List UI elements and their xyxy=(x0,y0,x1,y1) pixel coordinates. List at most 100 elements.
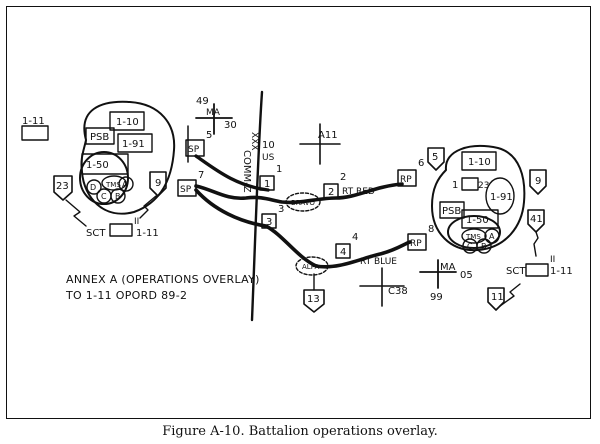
pt1-num: 1 xyxy=(276,164,282,175)
west-psb-box xyxy=(85,127,115,145)
commz-label: COMM-Z xyxy=(241,150,252,193)
bravo-label: BRAVO xyxy=(291,199,315,207)
ma05-bottom: 99 xyxy=(430,292,443,303)
marker-41-east-label: 41 xyxy=(530,214,543,225)
west-unit-1-11-label: 1-11 xyxy=(22,116,45,127)
pt4-box-label: 4 xyxy=(340,247,346,258)
marker-9-east xyxy=(529,169,547,195)
pt4-num: 4 xyxy=(352,232,358,243)
west-unit-1-10-label: 1-10 xyxy=(116,117,139,128)
ma05-label: MA xyxy=(440,262,456,273)
ma30-right: 30 xyxy=(224,120,237,131)
commz-echelon: XXX xyxy=(249,132,259,151)
east-unit-23-box xyxy=(461,177,479,191)
east-unit-1-label: 1 xyxy=(452,180,458,191)
east-unit-1-10-box xyxy=(461,151,497,171)
marker-23-west xyxy=(53,175,73,201)
east-company-b xyxy=(476,238,492,254)
pt1-top: 10 xyxy=(262,140,275,151)
rp-east-label: RP xyxy=(400,175,412,185)
east-tms xyxy=(461,228,487,244)
pt3-box-label: 3 xyxy=(266,217,272,228)
ma30-top: 49 xyxy=(196,96,209,107)
marker-23-west-label: 23 xyxy=(56,181,69,192)
bravo-objective xyxy=(285,192,321,212)
marker-13 xyxy=(303,289,325,313)
east-unit-1-50-label: 1-50 xyxy=(466,215,489,226)
east-sct-leader-up xyxy=(533,231,539,257)
marker-11-east-label: 11 xyxy=(491,292,504,303)
west-unit-1-10-box xyxy=(109,111,145,131)
ma30-label: MA xyxy=(206,108,221,118)
alpha-label: ALPA xyxy=(302,263,319,271)
east-c-label: C xyxy=(467,242,473,251)
pt3-num: 3 xyxy=(278,204,284,215)
figure-frame xyxy=(6,6,591,419)
operations-overlay: 1-11 1-10 PSB 1-91 1-50 TMS D A C B SCT … xyxy=(21,90,573,322)
east-sct-mark: II xyxy=(550,255,555,265)
east-psb-label: PSB xyxy=(442,206,461,217)
west-psb-label: PSB xyxy=(90,132,109,143)
alpha-objective xyxy=(295,256,329,276)
marker-5-east xyxy=(427,147,445,171)
west-sct-box xyxy=(109,223,133,237)
rp-south-label: RP xyxy=(410,239,422,249)
west-unit-1-11-box xyxy=(21,125,49,141)
pt1-unit: US xyxy=(262,153,275,163)
rp-east-box xyxy=(397,169,417,187)
west-sct-leader-up xyxy=(139,195,157,219)
west-sct-zigzag xyxy=(65,199,87,227)
east-sct-label: SCT xyxy=(506,266,526,277)
rp-south-num: 8 xyxy=(428,224,434,235)
west-sct-mark: II xyxy=(134,217,139,227)
pt2-box-label: 2 xyxy=(328,187,334,198)
a11-label: A11 xyxy=(318,130,338,141)
west-sct-unit: 1-11 xyxy=(136,228,159,239)
annex-line-2: TO 1-11 OPORD 89-2 xyxy=(66,289,188,302)
west-unit-1-50-label: 1-50 xyxy=(86,160,109,171)
east-unit-1-91 xyxy=(485,177,515,215)
route-blue xyxy=(194,188,412,269)
west-unit-1-50-box xyxy=(81,153,129,175)
east-sct-unit: 1-11 xyxy=(550,266,573,277)
sp-south-box xyxy=(177,179,197,197)
west-company-a xyxy=(118,176,134,192)
east-sct-box xyxy=(525,263,549,277)
annex-note: ANNEX A (OPERATIONS OVERLAY) TO 1-11 OPO… xyxy=(66,272,259,304)
marker-9-east-label: 9 xyxy=(535,176,541,187)
west-unit-1-91-label: 1-91 xyxy=(122,139,145,150)
east-unit-1-50-box xyxy=(461,209,499,229)
east-sct-zigzag xyxy=(499,283,521,307)
west-unit-1-91-box xyxy=(117,133,153,153)
marker-9-west-label: 9 xyxy=(155,178,161,189)
marker-41-east xyxy=(527,209,545,233)
east-b-label: B xyxy=(481,242,487,251)
commz-boundary xyxy=(250,90,264,322)
pt4-box xyxy=(335,243,351,259)
c38-label: C38 xyxy=(388,286,408,297)
west-sct-label: SCT xyxy=(86,228,106,239)
marker-5-east-label: 5 xyxy=(432,152,438,163)
west-a-label: A xyxy=(122,180,128,189)
route-north-link xyxy=(194,154,270,192)
west-tms xyxy=(101,175,127,191)
route-red-label: RT RED xyxy=(342,187,375,197)
west-tms-label: TMS xyxy=(105,181,121,189)
figure-caption: Figure A-10. Battalion operations overla… xyxy=(162,424,438,439)
marker-9-west xyxy=(149,171,167,197)
route-red xyxy=(194,182,404,205)
east-unit-1-91-label: 1-91 xyxy=(490,192,513,203)
rp-east-num: 6 xyxy=(418,158,424,169)
pt1-box-label: 1 xyxy=(264,179,270,190)
west-company-d xyxy=(86,179,102,195)
pt2-num: 2 xyxy=(340,172,346,183)
east-assembly-area xyxy=(431,145,526,252)
ma05-right: 05 xyxy=(460,270,473,281)
sp-north-num: 5 xyxy=(206,130,212,141)
east-unit-23-label: 23 xyxy=(478,181,489,191)
east-unit-1-10-label: 1-10 xyxy=(468,157,491,168)
sp-south-num: 7 xyxy=(198,170,204,181)
west-c-label: C xyxy=(101,192,107,201)
route-blue-label: RT BLUE xyxy=(360,257,397,267)
sp-south-label: SP xyxy=(180,185,192,195)
